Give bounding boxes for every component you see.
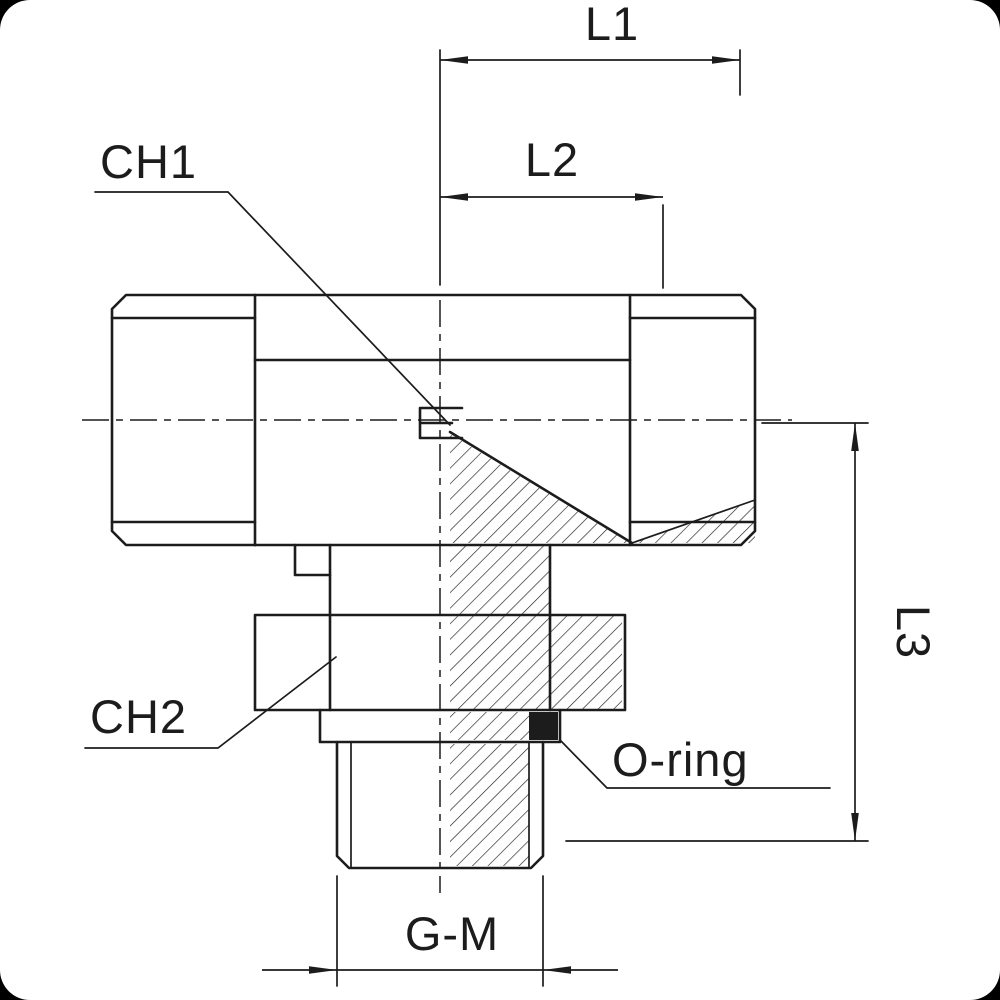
lower-hex-outline: [253, 613, 627, 712]
label-gm: G-M: [405, 907, 499, 960]
oring-groove-outline: [318, 708, 562, 744]
callout-ch2: CH2: [84, 656, 337, 749]
callout-oring: O-ring: [559, 733, 831, 789]
ch1-leader-line: [94, 191, 451, 426]
label-l1: L1: [585, 0, 639, 50]
dimension-gm: G-M: [262, 875, 618, 987]
left-transition-step: [293, 543, 332, 577]
lower-stud-outline: [335, 740, 545, 870]
fitting-outline: [110, 293, 757, 870]
lower-stud-thread-lines: [350, 741, 530, 869]
main-body-outline: [253, 293, 757, 547]
label-ch2: CH2: [90, 690, 187, 743]
callout-ch1: CH1: [94, 135, 451, 426]
centerlines: [82, 300, 792, 893]
branch-neck: [328, 543, 552, 617]
section-break-edge: [631, 499, 756, 544]
oring-leader-line: [559, 739, 831, 789]
left-port-thread-lines: [110, 316, 257, 524]
dimension-l2: L2: [440, 133, 664, 289]
label-ch1: CH1: [100, 135, 197, 188]
dimension-l1: L1: [439, 0, 741, 286]
label-oring: O-ring: [612, 733, 749, 786]
center-hex-edge-detail: [418, 406, 464, 440]
branch-cone-edge: [448, 430, 634, 545]
section-hatching: [450, 434, 755, 866]
ch2-leader-line: [84, 656, 337, 749]
o-ring-seal: [529, 712, 558, 740]
label-l3: L3: [887, 605, 940, 659]
left-port-outline: [110, 293, 257, 547]
dimension-l3: L3: [565, 422, 940, 842]
label-l2: L2: [525, 133, 579, 186]
